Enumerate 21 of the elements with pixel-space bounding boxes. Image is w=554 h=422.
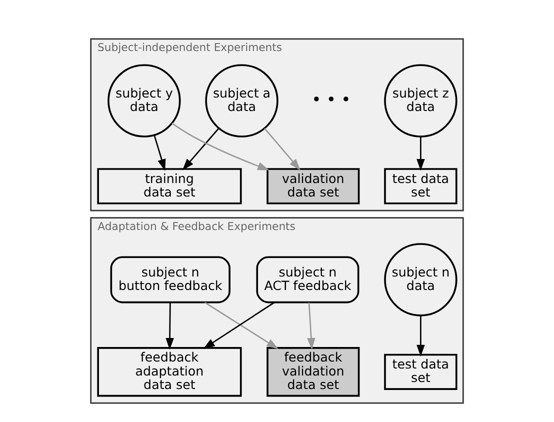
node-box: feedback adaptation data set xyxy=(97,347,242,397)
node-box: subject n ACT feedback xyxy=(256,256,360,304)
node-circle: subject n data xyxy=(384,243,458,316)
arrow xyxy=(416,136,425,171)
arrow xyxy=(264,128,300,170)
arrow xyxy=(416,316,425,357)
arrow xyxy=(307,302,316,350)
node-box: training data set xyxy=(97,168,242,204)
label: • • • xyxy=(312,90,351,109)
node-box: subject n button feedback xyxy=(110,256,230,304)
node-circle: subject y data xyxy=(108,64,181,138)
node-box: test data set xyxy=(384,354,458,390)
arrow xyxy=(166,302,174,350)
node-box: validation data set xyxy=(266,168,360,204)
node-box: test data set xyxy=(384,168,458,204)
node-circle: subject z data xyxy=(384,64,458,138)
arrow xyxy=(154,135,166,171)
arrow xyxy=(172,122,270,170)
node-circle: subject a data xyxy=(205,64,278,138)
arrow xyxy=(182,128,220,170)
node-box: feedback validation data set xyxy=(266,347,360,397)
